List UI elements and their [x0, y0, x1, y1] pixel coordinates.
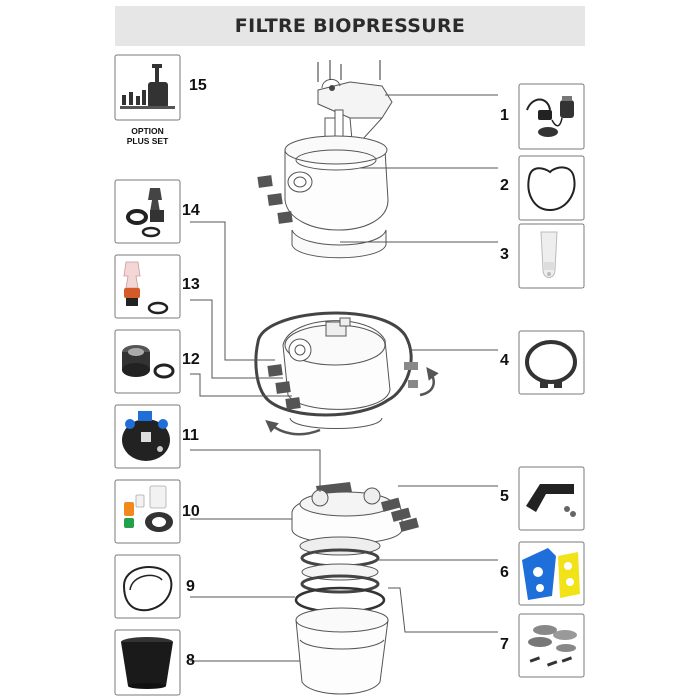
thumb-3-quartz-sleeve: [518, 223, 585, 289]
part-number-15: 15: [189, 77, 207, 94]
clamp-assembly-drawing: [254, 311, 439, 436]
part-number-1: 1: [500, 107, 509, 124]
thumb-15-pump: [114, 54, 181, 121]
part-number-9: 9: [186, 578, 195, 595]
part-number-10: 10: [182, 503, 200, 520]
part-number-5: 5: [500, 488, 509, 505]
thumb-1-uvc-unit: [518, 83, 585, 150]
thumb-7-fixing-kit: [518, 613, 585, 678]
thumb-4-clamp-ring: [518, 330, 585, 395]
part-number-2: 2: [500, 177, 509, 194]
option-note: OPTION PLUS SET: [115, 126, 180, 146]
thumb-10-connectors: [114, 479, 181, 544]
thumb-2-gasket: [518, 155, 585, 221]
thumb-6-sponges: [518, 541, 585, 606]
lower-assembly-drawing: [291, 482, 419, 695]
thumb-14-adapter: [114, 179, 181, 244]
page-title: FILTRE BIOPRESSURE: [234, 15, 466, 37]
thumb-9-o-ring: [114, 554, 181, 619]
option-note-line2: PLUS SET: [126, 136, 169, 146]
part-number-13: 13: [182, 276, 200, 293]
thumb-8-bucket: [114, 629, 181, 696]
title-banner: FILTRE BIOPRESSURE: [115, 6, 585, 46]
upper-assembly-drawing: [257, 60, 393, 259]
part-number-4: 4: [500, 352, 509, 369]
thumb-13-hose-tail: [114, 254, 181, 319]
part-number-7: 7: [500, 636, 509, 653]
thumb-12-nut: [114, 329, 181, 394]
part-number-14: 14: [182, 202, 200, 219]
leader-lines: [190, 94, 498, 662]
part-number-8: 8: [186, 652, 195, 669]
thumb-11-lid: [114, 404, 181, 469]
thumb-5-handle: [518, 466, 585, 531]
part-number-12: 12: [182, 351, 200, 368]
part-number-6: 6: [500, 564, 509, 581]
part-number-3: 3: [500, 246, 509, 263]
part-number-11: 11: [182, 427, 199, 444]
option-note-line1: OPTION: [131, 126, 164, 136]
